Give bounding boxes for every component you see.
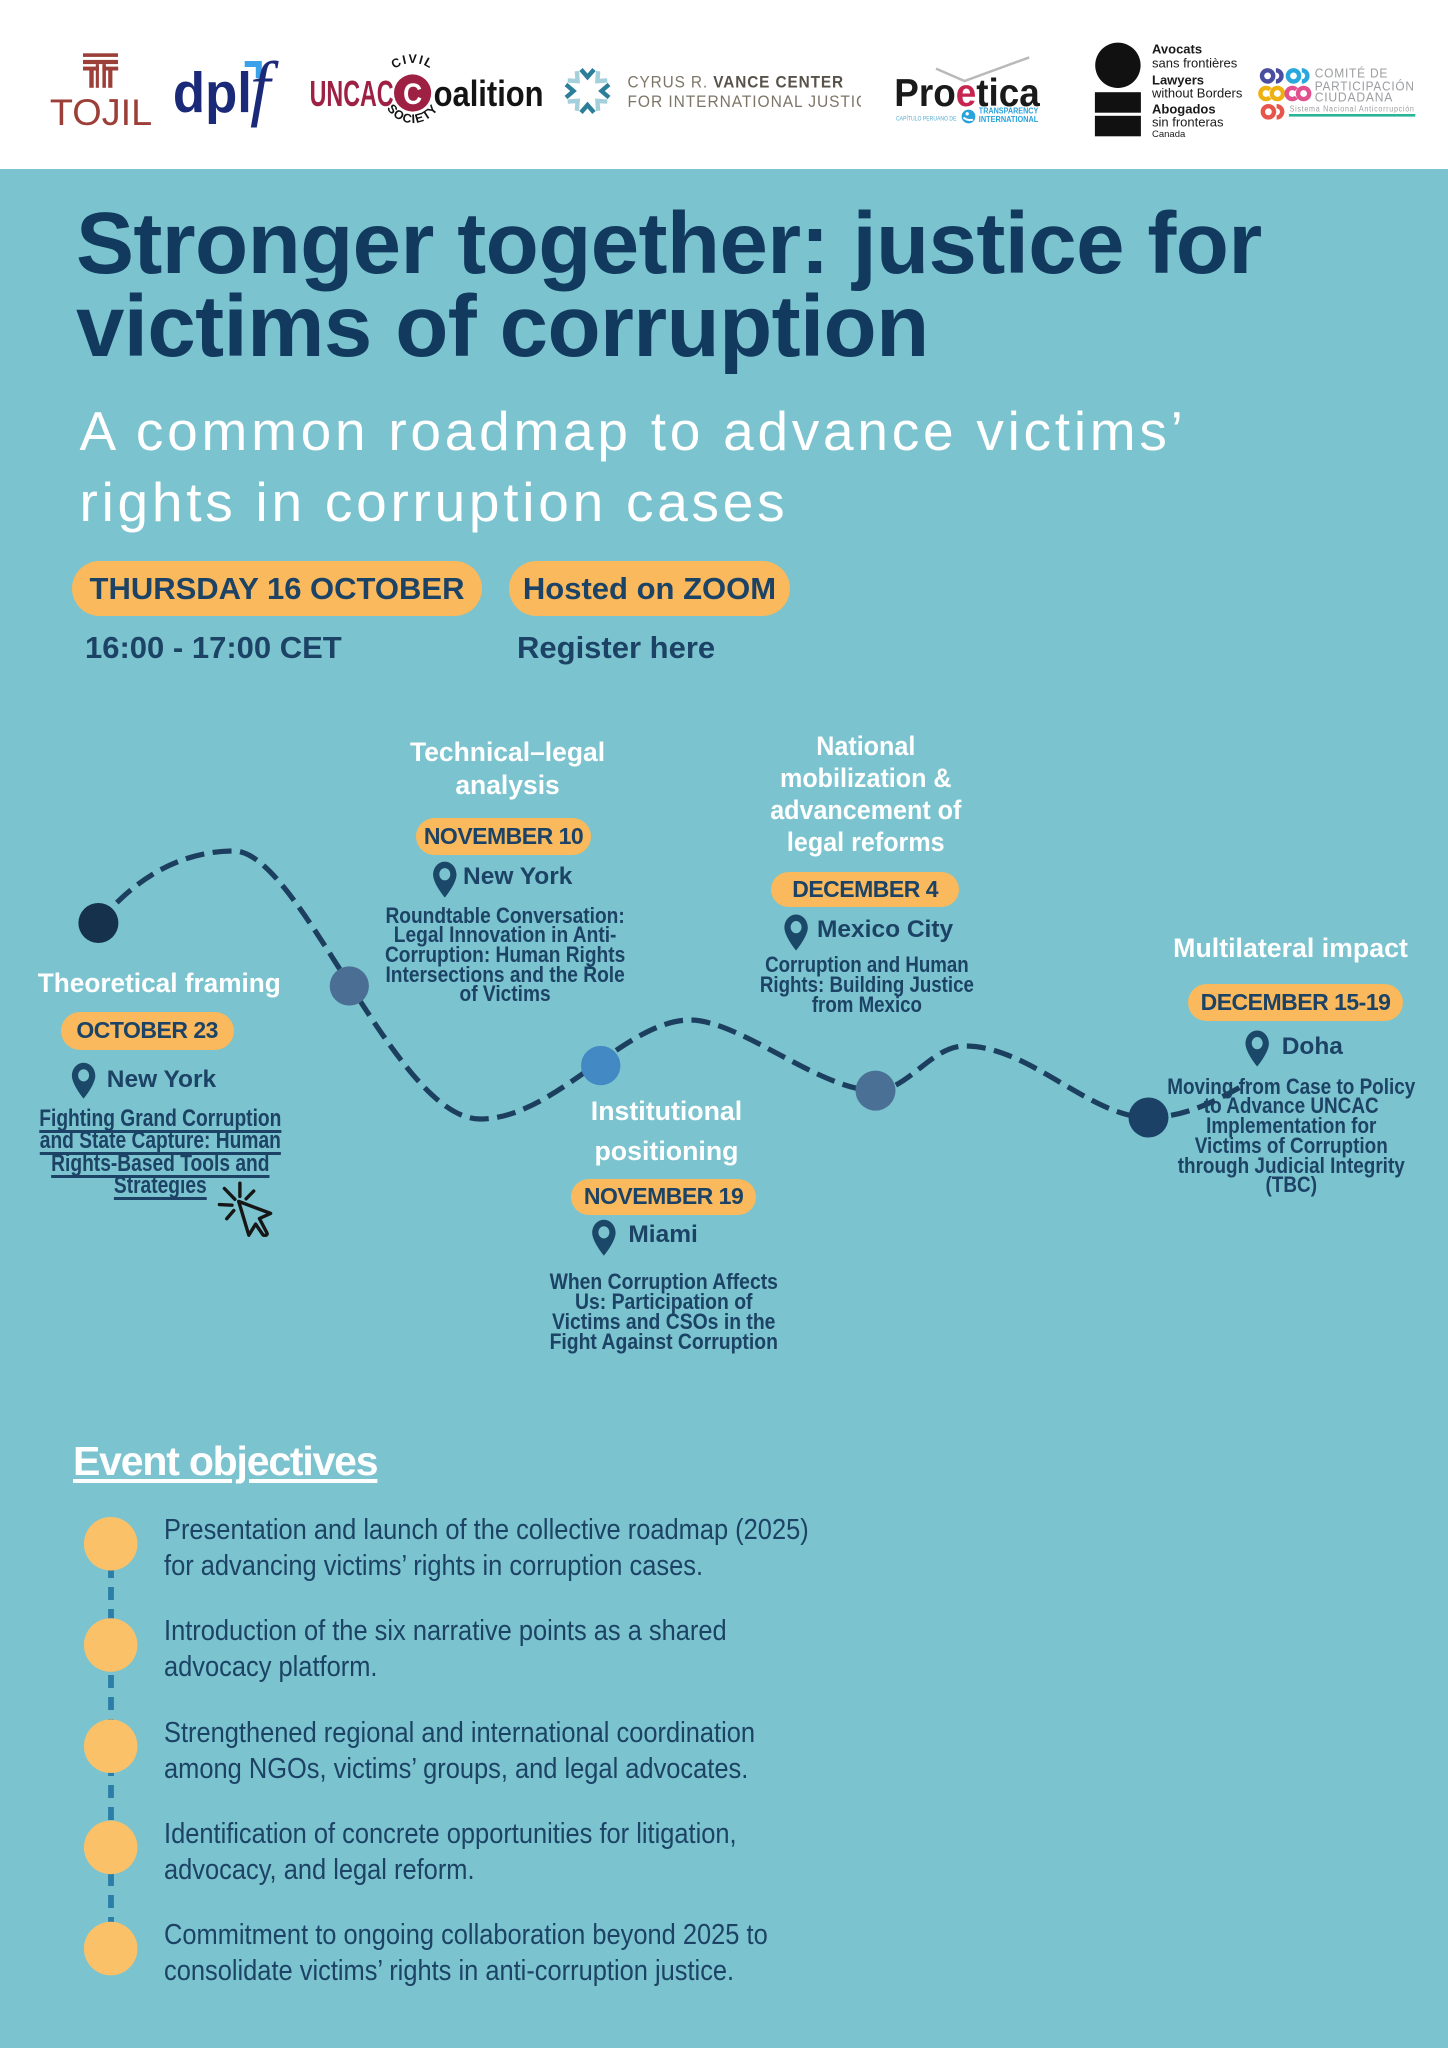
svg-text:C: C [403,78,422,111]
svg-text:sin fronteras: sin fronteras [1152,115,1224,130]
svg-text:sans frontières: sans frontières [1152,56,1238,71]
svg-text:f: f [250,47,279,128]
svg-text:COMITÉ DE: COMITÉ DE [1315,66,1389,81]
svg-text:TRANSPARENCY: TRANSPARENCY [979,107,1039,116]
svg-text:Canada: Canada [1152,129,1186,140]
svg-text:dpl: dpl [173,61,252,125]
svg-text:TOJIL: TOJIL [50,92,152,133]
svg-text:Abogados: Abogados [1152,102,1216,117]
svg-text:oalition: oalition [434,73,544,114]
svg-text:FOR INTERNATIONAL JUSTICE: FOR INTERNATIONAL JUSTICE [628,92,880,111]
svg-text:Proetica: Proetica [894,72,1040,115]
svg-text:Avocats: Avocats [1152,42,1202,57]
svg-text:Sistema Nacional Anticorrupció: Sistema Nacional Anticorrupción [1290,104,1415,113]
svg-text:CIUDADANA: CIUDADANA [1315,91,1394,105]
svg-text:PARTICIPACIÓN: PARTICIPACIÓN [1315,79,1415,94]
svg-text:CIVIL: CIVIL [389,52,437,72]
svg-text:INTERNATIONAL: INTERNATIONAL [979,115,1039,124]
svg-text:without Borders: without Borders [1151,86,1243,101]
svg-text:Lawyers: Lawyers [1152,73,1204,88]
svg-text:CYRUS R. VANCE CENTER: CYRUS R. VANCE CENTER [628,73,845,92]
svg-text:CAPÍTULO PERUANO DE: CAPÍTULO PERUANO DE [896,114,957,123]
svg-text:UNCAC: UNCAC [310,73,394,114]
